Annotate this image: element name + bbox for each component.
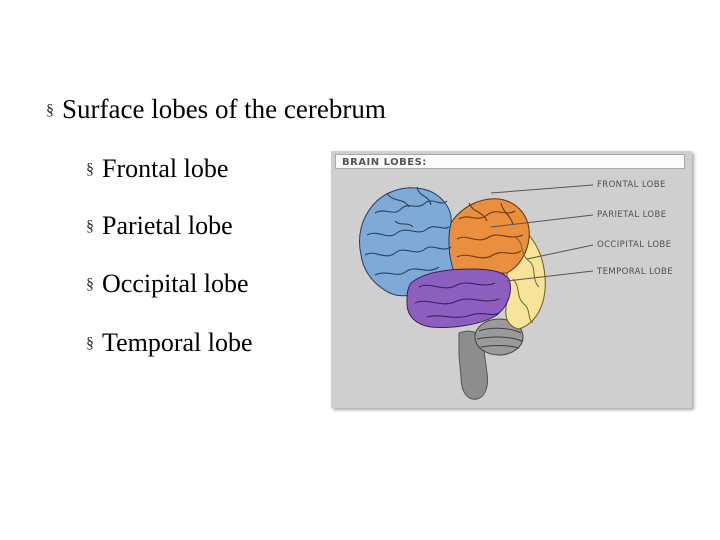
brain-lobes-figure: BRAIN LOBES: FRONTAL LOBE PARIETAL LOBE … bbox=[331, 151, 692, 408]
temporal-lobe bbox=[406, 268, 511, 328]
bullet-text: Occipital lobe bbox=[102, 269, 249, 298]
bullet-text: Parietal lobe bbox=[102, 211, 233, 240]
label-temporal-lobe: TEMPORAL LOBE bbox=[597, 267, 674, 277]
bullet-text: Frontal lobe bbox=[102, 154, 229, 183]
bullet-marker: § bbox=[86, 218, 94, 235]
label-parietal-lobe: PARIETAL LOBE bbox=[597, 210, 667, 220]
label-occipital-lobe: OCCIPITAL LOBE bbox=[597, 240, 672, 250]
leader-lines bbox=[490, 184, 594, 282]
bullet-marker: § bbox=[86, 276, 94, 293]
bullet-marker: § bbox=[86, 161, 94, 178]
bullet-temporal: § Temporal lobe bbox=[86, 328, 253, 358]
bullet-parietal: § Parietal lobe bbox=[86, 211, 233, 241]
label-frontal-lobe: FRONTAL LOBE bbox=[597, 180, 666, 190]
brain-illustration bbox=[359, 184, 594, 400]
figure-title: BRAIN LOBES: bbox=[335, 154, 685, 169]
bullet-text: Temporal lobe bbox=[102, 328, 253, 357]
bullet-occipital: § Occipital lobe bbox=[86, 269, 249, 299]
bullet-marker: § bbox=[86, 335, 94, 352]
bullet-text: Surface lobes of the cerebrum bbox=[62, 94, 386, 124]
bullet-frontal: § Frontal lobe bbox=[86, 154, 228, 184]
bullet-main: § Surface lobes of the cerebrum bbox=[46, 94, 386, 125]
bullet-marker: § bbox=[46, 102, 54, 119]
